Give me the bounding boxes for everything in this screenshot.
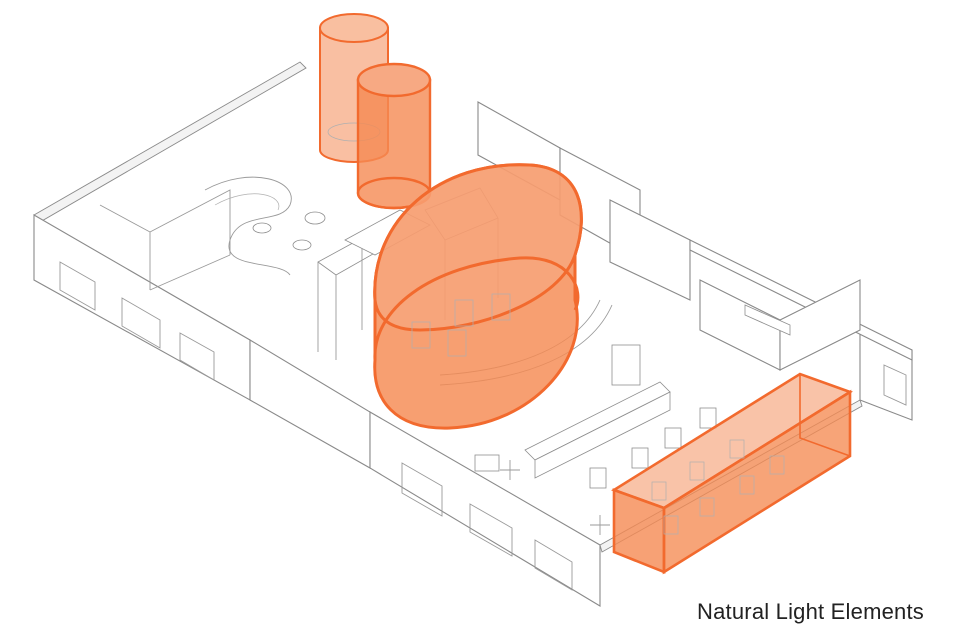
diagram-caption: Natural Light Elements <box>697 599 924 624</box>
oval-atrium-top-rim <box>373 163 583 332</box>
cylinder-front-body <box>356 78 432 210</box>
central-oval-atrium <box>373 163 583 430</box>
right-clerestory-box <box>611 372 853 575</box>
natural-light-highlights <box>319 13 853 575</box>
skylight-cylinder-front <box>356 62 432 210</box>
cylinder-front-top <box>356 62 432 98</box>
box-back-face <box>799 372 851 458</box>
window-openings <box>59 261 907 591</box>
cylinder-back-top <box>319 13 389 43</box>
oval-atrium-lower-rim <box>373 256 580 361</box>
